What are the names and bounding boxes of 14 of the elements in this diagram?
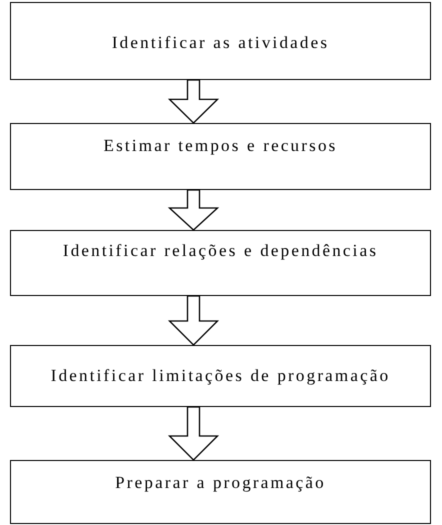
process-box [10,2,431,80]
step-label: Identificar limitações de programação [50,365,392,387]
step-label: Identificar as atividades [110,32,330,54]
process-box [10,460,431,524]
process-box [10,123,431,190]
block-arrow [168,295,220,346]
step-label: Identificar relações e dependências [62,240,380,262]
step-label: Preparar a programação [114,472,327,494]
step-label: Estimar tempos e recursos [102,135,338,157]
block-arrow [168,189,220,231]
block-arrow [168,79,220,124]
block-arrow [168,406,220,461]
process-box [10,230,431,296]
process-box [10,345,431,407]
